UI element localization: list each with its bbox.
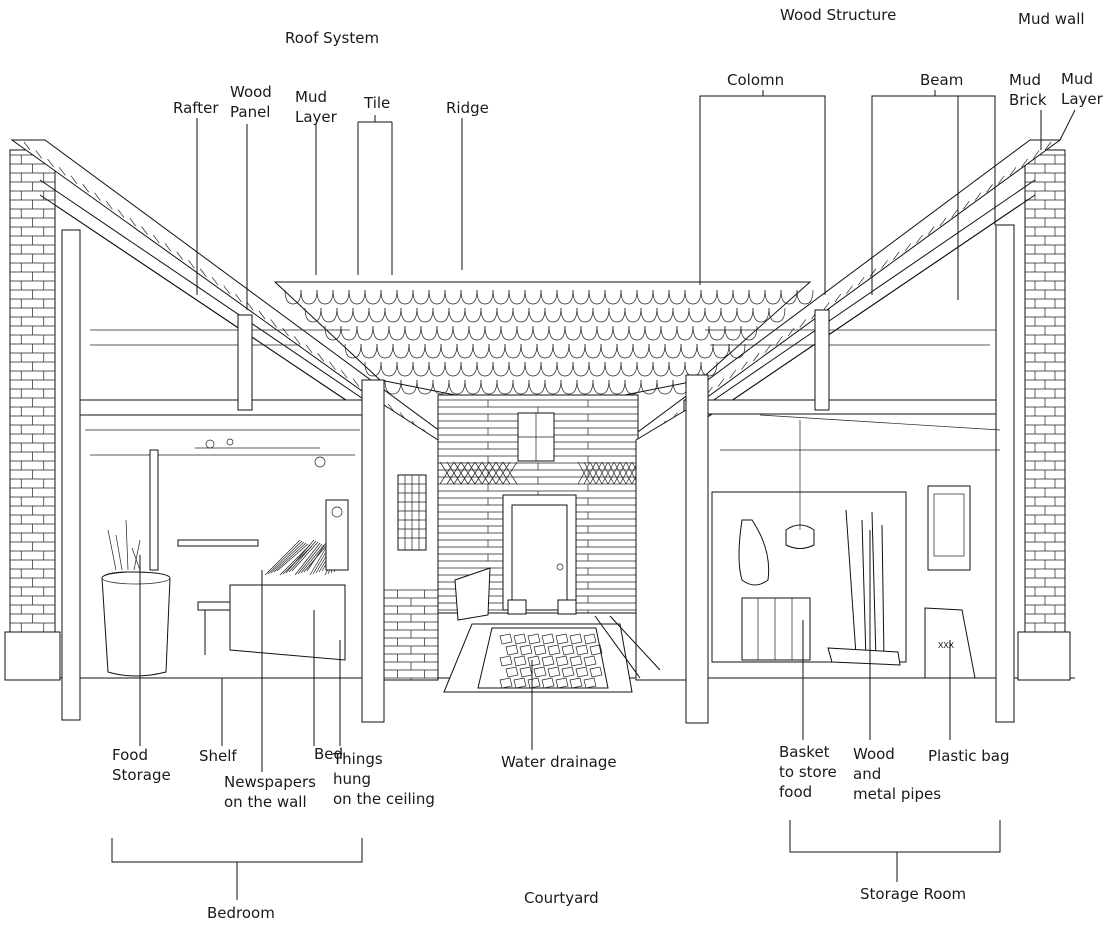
label-wood-structure: Wood Structure (780, 6, 897, 24)
label-water-drainage: Water drainage (501, 753, 617, 771)
label-food-storage: Food Storage (112, 746, 171, 784)
label-bedroom: Bedroom (207, 904, 275, 922)
label-courtyard: Courtyard (524, 889, 599, 907)
bedroom-interior (61, 229, 439, 723)
label-mud-brick: Mud Brick (1009, 71, 1047, 109)
label-shelf: Shelf (199, 747, 237, 765)
label-rafter: Rafter (173, 99, 219, 117)
bag-mark: XXX (938, 641, 955, 650)
label-mud-wall: Mud wall (1018, 10, 1085, 28)
label-newspapers: Newspapers on the wall (224, 773, 316, 811)
label-mud-layer-right: Mud Layer (1061, 70, 1103, 108)
label-tile: Tile (364, 94, 391, 112)
label-storage-room: Storage Room (860, 885, 967, 903)
courtyard (443, 567, 661, 693)
label-beam: Beam (920, 71, 964, 89)
right-mud-wall (1017, 149, 1071, 681)
back-brick-wall (437, 394, 645, 614)
label-plastic-bag: Plastic bag (928, 747, 1010, 765)
label-bed: Bed (314, 745, 344, 763)
label-things-hung: Things hung on the ceiling (333, 750, 435, 808)
label-ridge: Ridge (446, 99, 489, 117)
label-basket: Basket to store food (779, 743, 837, 801)
left-mud-wall (4, 149, 61, 681)
label-roof-system: Roof System (285, 29, 380, 47)
label-colomn: Colomn (727, 71, 785, 89)
label-mud-layer-left: Mud Layer (295, 88, 337, 126)
leader-lines (111, 90, 1076, 900)
label-wood-panel: Wood Panel (230, 83, 272, 121)
storage-room-interior: XXX (635, 224, 1015, 724)
label-wood-metal-pipes: Wood and metal pipes (853, 745, 942, 803)
